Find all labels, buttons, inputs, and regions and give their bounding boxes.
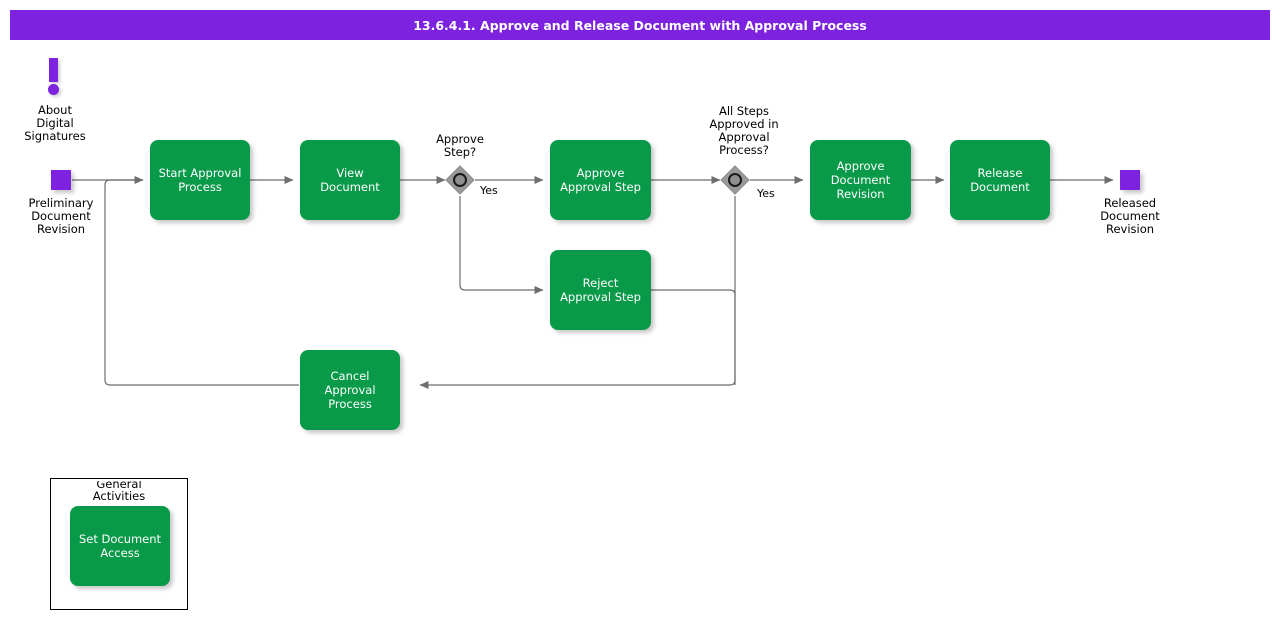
gateway-approve-step[interactable] bbox=[445, 165, 475, 195]
task-set-document-access[interactable]: Set Document Access bbox=[70, 506, 170, 586]
task-start-approval-process[interactable]: Start Approval Process bbox=[150, 140, 250, 220]
exclamation-dot bbox=[48, 84, 59, 95]
about-digital-signatures-label: About Digital Signatures bbox=[24, 103, 86, 143]
event-released-document-revision[interactable] bbox=[1120, 170, 1140, 190]
legend-title: General Activities bbox=[92, 478, 146, 502]
task-view-document[interactable]: View Document bbox=[300, 140, 400, 220]
gateway-approve-step-label: Approve Step? bbox=[436, 132, 484, 159]
gateway-all-steps-approved[interactable] bbox=[720, 165, 750, 195]
task-approve-approval-step[interactable]: Approve Approval Step bbox=[550, 140, 651, 220]
event-released-document-revision-label: Released Document Revision bbox=[1100, 196, 1160, 236]
task-release-document[interactable]: Release Document bbox=[950, 140, 1050, 220]
wire-gateway1-no-to-reject bbox=[459, 196, 544, 294]
event-preliminary-document-revision[interactable] bbox=[51, 170, 71, 190]
gateway-all-steps-approved-label: All Steps Approved in Approval Process? bbox=[709, 104, 779, 157]
exclamation-icon bbox=[48, 58, 61, 98]
exclamation-bar bbox=[49, 58, 58, 82]
gateway-approve-step-yes-label: Yes bbox=[480, 184, 498, 197]
page-title: 13.6.4.1. Approve and Release Document w… bbox=[10, 10, 1270, 40]
event-preliminary-document-revision-label: Preliminary Document Revision bbox=[28, 196, 94, 236]
task-cancel-approval-process[interactable]: Cancel Approval Process bbox=[300, 350, 400, 430]
task-approve-document-revision[interactable]: Approve Document Revision bbox=[810, 140, 911, 220]
task-reject-approval-step[interactable]: Reject Approval Step bbox=[550, 250, 651, 330]
gateway-all-steps-approved-yes-label: Yes bbox=[757, 187, 775, 200]
